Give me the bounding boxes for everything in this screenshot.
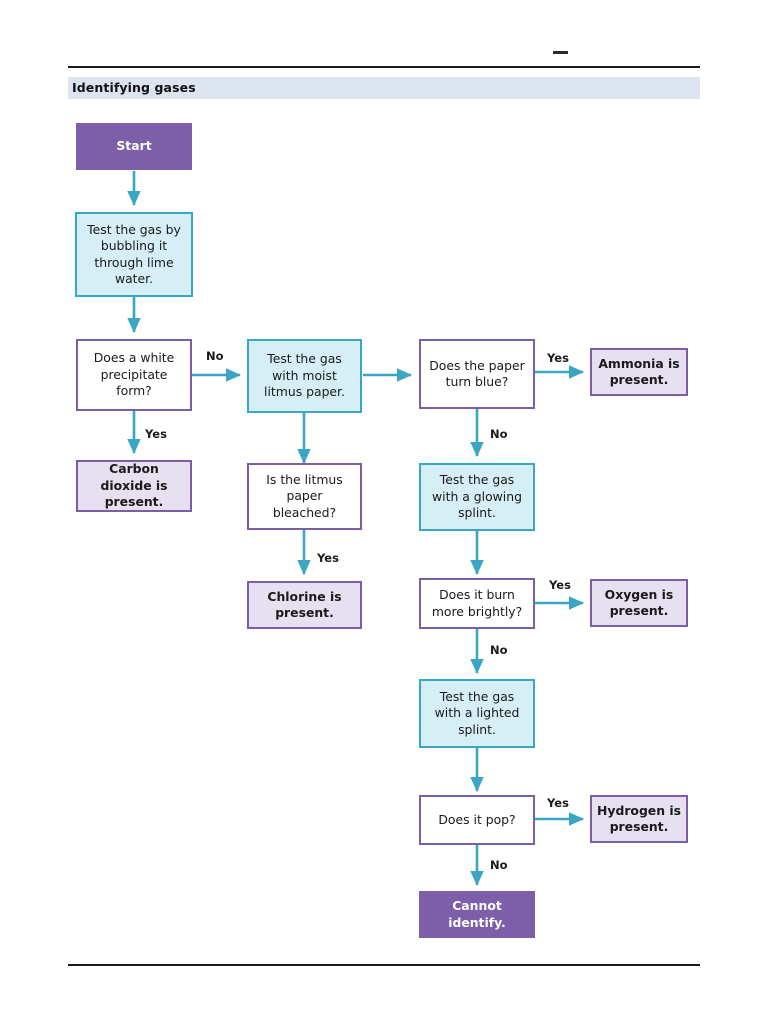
node-litmus-bleached-decision[interactable]: Is the litmus paper bleached? [247, 463, 362, 530]
node-cannot-identify[interactable]: Cannot identify. [419, 891, 535, 938]
node-paper-turn-blue-decision[interactable]: Does the paper turn blue? [419, 339, 535, 409]
node-glowing-splint-test[interactable]: Test the gas with a glowing splint. [419, 463, 535, 531]
page-title: Identifying gases [72, 80, 196, 95]
edge-label-burn-brighter-yes: Yes [549, 578, 571, 592]
node-chlorine-result[interactable]: Chlorine is present. [247, 581, 362, 629]
node-lighted-splint-test[interactable]: Test the gas with a lighted splint. [419, 679, 535, 748]
footer-rule [68, 964, 700, 966]
edge-label-paper-blue-yes: Yes [547, 351, 569, 365]
header-rule-top [68, 66, 700, 68]
node-burn-more-brightly-decision[interactable]: Does it burn more brightly? [419, 578, 535, 629]
edge-label-pop-yes: Yes [547, 796, 569, 810]
page-top-mark [553, 51, 568, 54]
edge-label-white-precipitate-yes: Yes [145, 427, 167, 441]
node-oxygen-result[interactable]: Oxygen is present. [590, 579, 688, 627]
edge-label-bleached-yes: Yes [317, 551, 339, 565]
node-does-it-pop-decision[interactable]: Does it pop? [419, 795, 535, 845]
node-ammonia-result[interactable]: Ammonia is present. [590, 348, 688, 396]
node-carbon-dioxide-result[interactable]: Carbon dioxide is present. [76, 460, 192, 512]
edge-label-paper-blue-no: No [490, 427, 508, 441]
edge-label-pop-no: No [490, 858, 508, 872]
edge-label-white-precipitate-no: No [206, 349, 224, 363]
edge-label-burn-brighter-no: No [490, 643, 508, 657]
node-hydrogen-result[interactable]: Hydrogen is present. [590, 795, 688, 843]
node-white-precipitate-decision[interactable]: Does a white precipitate form? [76, 339, 192, 411]
section-header-band [68, 77, 700, 99]
node-litmus-paper-test[interactable]: Test the gas with moist litmus paper. [247, 339, 362, 413]
node-lime-water-test[interactable]: Test the gas by bubbling it through lime… [75, 212, 193, 297]
node-start[interactable]: Start [76, 123, 192, 170]
